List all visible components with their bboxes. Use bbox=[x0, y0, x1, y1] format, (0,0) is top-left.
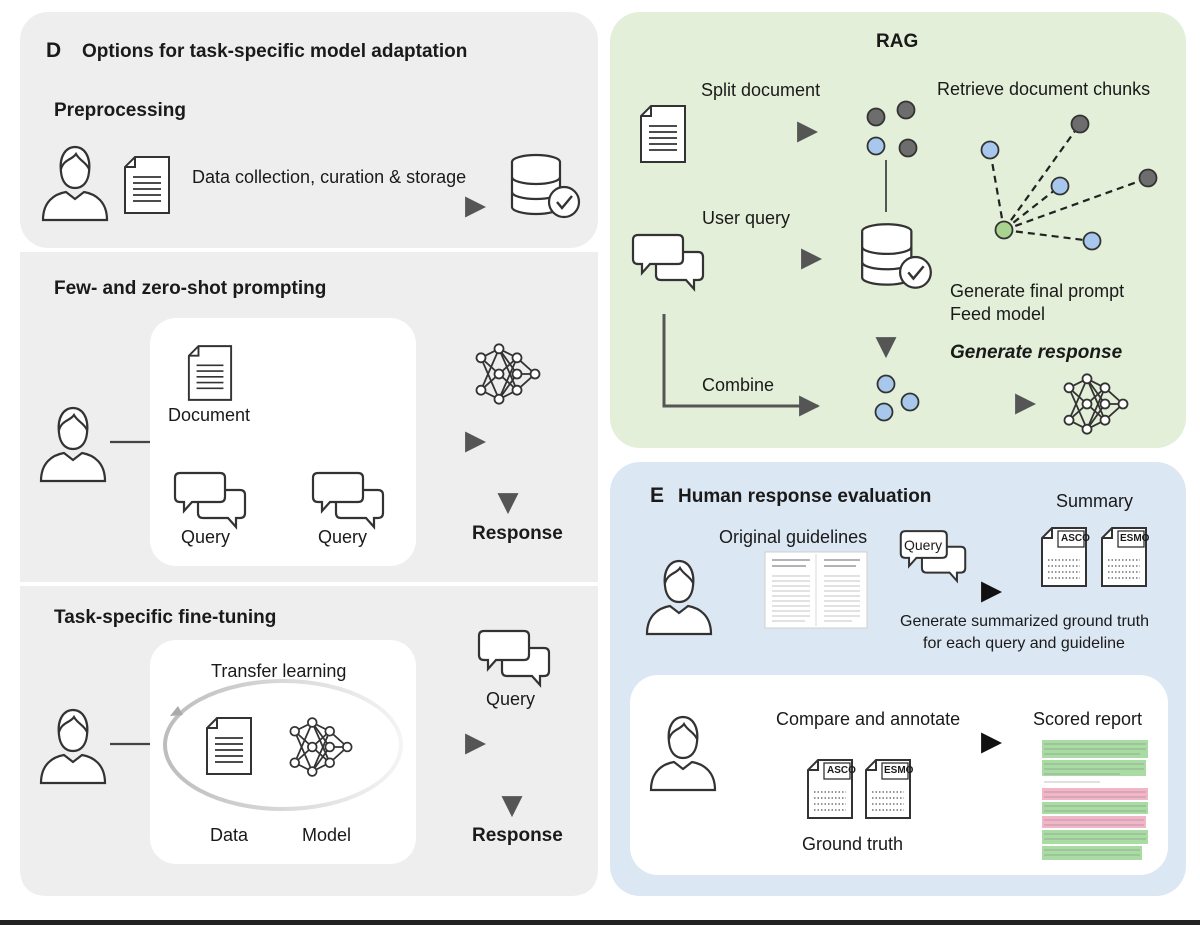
query-label: Query bbox=[486, 689, 536, 709]
guidelines-thumbnail bbox=[764, 551, 868, 629]
ground-truth-label: Ground truth bbox=[802, 834, 904, 854]
data-label: Data bbox=[210, 825, 249, 845]
generate-ground-truth-line2: for each query and guideline bbox=[923, 635, 1125, 652]
summary-label: Summary bbox=[1056, 491, 1134, 511]
label-box bbox=[1057, 530, 1085, 548]
model-label: Model bbox=[302, 825, 352, 845]
rag-title: RAG bbox=[876, 31, 919, 52]
preprocessing-heading: Preprocessing bbox=[54, 100, 186, 121]
combine-label: Combine bbox=[702, 375, 775, 395]
preprocessing-step-label: Data collection, curation & storage bbox=[192, 167, 467, 187]
generate-ground-truth-line1: Generate summarized ground truth bbox=[900, 613, 1150, 630]
query-label: Query bbox=[181, 527, 231, 547]
document-icon bbox=[187, 345, 233, 401]
final-prompt-label: Generate final prompt bbox=[950, 281, 1125, 301]
transfer-learning-label: Transfer learning bbox=[211, 661, 347, 681]
compare-annotate-label: Compare and annotate bbox=[776, 709, 961, 729]
label-box bbox=[823, 762, 851, 780]
document-icon bbox=[640, 105, 686, 163]
asco-label: ASCO bbox=[827, 765, 856, 776]
combine-arrow bbox=[662, 314, 821, 417]
scored-report-label: Scored report bbox=[1033, 709, 1143, 729]
transfer-learning-ring bbox=[163, 679, 403, 811]
label-box bbox=[1117, 530, 1145, 548]
retrieval-graph bbox=[980, 114, 1158, 251]
finetuning-box bbox=[150, 640, 416, 864]
query-label: Query bbox=[318, 527, 368, 547]
feed-model-label: Feed model bbox=[950, 304, 1046, 324]
response-label: Response bbox=[472, 825, 563, 846]
esmo-label: ESMO bbox=[884, 765, 914, 776]
ring-arrowhead bbox=[170, 706, 183, 716]
document-label: Document bbox=[168, 405, 251, 425]
panel-e-title: Human response evaluation bbox=[678, 486, 932, 507]
scored-report-thumbnail bbox=[1040, 737, 1150, 863]
panel-d-title: Options for task-specific model adaptati… bbox=[82, 41, 468, 62]
bottom-rule bbox=[0, 920, 1200, 925]
chunk-nodes bbox=[866, 100, 918, 158]
user-query-label: User query bbox=[702, 208, 791, 228]
document-icon bbox=[124, 156, 170, 214]
asco-label: ASCO bbox=[1061, 533, 1090, 544]
panel-d-letter: D bbox=[46, 39, 62, 62]
esmo-label: ESMO bbox=[1120, 533, 1150, 544]
query-label: Query bbox=[904, 537, 943, 553]
finetuning-heading: Task-specific fine-tuning bbox=[54, 607, 277, 628]
prompting-heading: Few- and zero-shot prompting bbox=[54, 278, 327, 299]
panel-e-letter: E bbox=[650, 484, 665, 507]
document-icon bbox=[206, 717, 252, 775]
original-guidelines-label: Original guidelines bbox=[719, 527, 868, 547]
label-box bbox=[881, 762, 909, 780]
retrieve-label: Retrieve document chunks bbox=[937, 79, 1151, 99]
combined-nodes bbox=[874, 374, 920, 422]
response-label: Response bbox=[472, 523, 563, 544]
split-document-label: Split document bbox=[701, 80, 821, 100]
generate-response-label: Generate response bbox=[950, 342, 1123, 363]
